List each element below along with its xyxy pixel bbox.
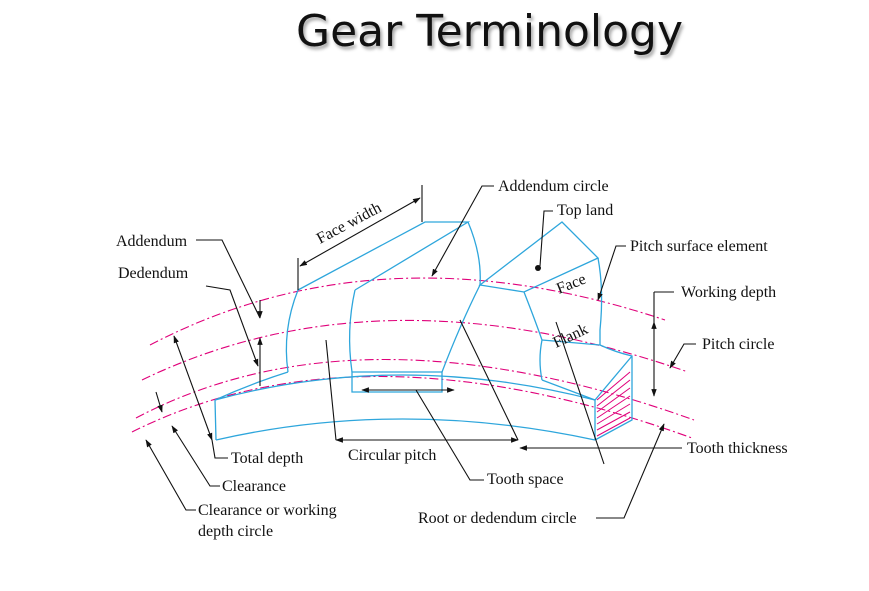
flank-label: Flank <box>551 321 591 352</box>
top-land-label: Top land <box>557 202 613 219</box>
pitch-circle-label: Pitch circle <box>702 336 774 353</box>
pitch-surface-element-leader <box>597 245 626 301</box>
total-depth-dimension <box>173 335 213 441</box>
root-circle-leader <box>596 423 665 519</box>
pitch-circle-leader <box>669 343 696 369</box>
clearance-circle-leader <box>145 439 196 511</box>
face-width-dimension <box>297 185 423 290</box>
tooth-thickness-label: Tooth thickness <box>687 440 788 457</box>
clearance-circle-label-line1: Clearance or working <box>198 502 337 519</box>
pitch-circle-arc <box>141 319 689 381</box>
face-label: Face <box>554 271 588 298</box>
left-gear-tooth <box>214 221 481 401</box>
clearance-dimension <box>155 391 163 413</box>
addendum-label: Addendum <box>116 233 188 250</box>
circular-pitch-label: Circular pitch <box>348 447 436 464</box>
tooth-space-label: Tooth space <box>487 471 564 488</box>
addendum-circle-label: Addendum circle <box>498 178 609 195</box>
slide-title: Gear Terminology <box>296 6 683 57</box>
root-circle-label: Root or dedendum circle <box>418 510 577 527</box>
addendum-dedendum-dimensions <box>196 239 263 386</box>
dedendum-label: Dedendum <box>118 265 189 282</box>
face-width-label: Face width <box>314 199 384 247</box>
gear-rim <box>214 374 596 441</box>
addendum-circle-leader <box>431 185 494 277</box>
top-land-dot <box>535 265 541 271</box>
working-depth-label: Working depth <box>681 284 776 301</box>
pitch-surface-element-label: Pitch surface element <box>630 238 768 255</box>
top-land-leader <box>539 210 553 267</box>
clearance-label: Clearance <box>222 478 286 495</box>
tooth-cross-section <box>596 371 631 437</box>
clearance-circle-label-line2: depth circle <box>198 523 273 540</box>
addendum-circle-arc <box>149 277 666 346</box>
total-depth-label: Total depth <box>231 450 303 467</box>
